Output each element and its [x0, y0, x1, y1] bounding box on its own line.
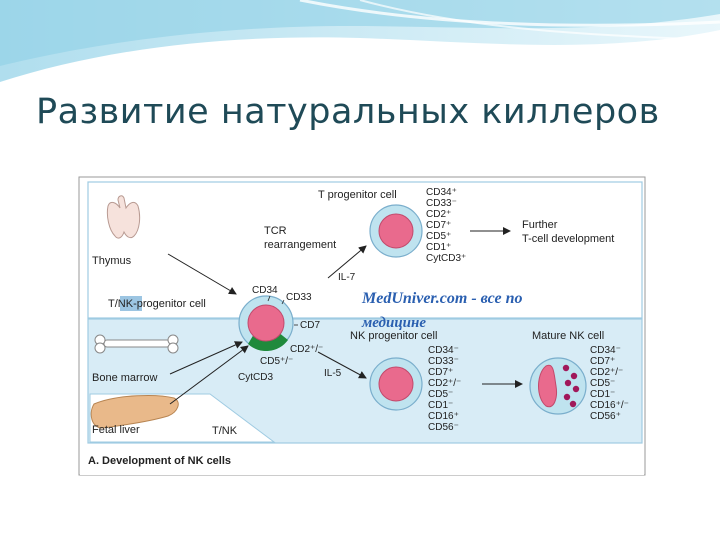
mature-marker: CD34⁻	[590, 345, 621, 356]
nk-prog-marker: CD33⁻	[428, 356, 459, 367]
watermark-line2: медицине	[361, 315, 426, 331]
mature-marker: CD16⁺/⁻	[590, 400, 629, 411]
t-marker: CD34⁺	[426, 187, 457, 198]
nk-prog-marker: CD16⁺	[428, 411, 459, 422]
il7-label: IL-7	[338, 272, 356, 283]
nk-prog-marker: CD56⁻	[428, 422, 459, 433]
figure-caption: A. Development of NK cells	[88, 455, 231, 467]
tcr-line1: TCR	[264, 225, 287, 237]
arrow-to-nk-progenitor	[317, 351, 367, 379]
progenitor-label: T/NK-progenitor cell	[108, 298, 206, 310]
marker-cd34: CD34	[252, 285, 278, 296]
liver-icon	[90, 395, 179, 429]
nk-progenitor-cell	[369, 357, 423, 411]
mature-nk-title: Mature NK cell	[532, 330, 604, 342]
t-marker: CD5⁺	[426, 231, 451, 242]
t-marker: CD1⁺	[426, 242, 451, 253]
nk-development-figure: Thymus Bone marrow Fetal liver T/NK T/NK…	[78, 176, 646, 476]
nk-prog-marker: CD34⁻	[428, 345, 459, 356]
caption-bar	[80, 446, 644, 475]
mature-marker: CD5⁻	[590, 378, 615, 389]
further-line2: T-cell development	[522, 233, 614, 245]
marker-cd5: CD5⁺/⁻	[260, 356, 293, 367]
t-marker: CD2⁺	[426, 209, 451, 220]
further-line1: Further	[522, 219, 558, 231]
t-marker: CD7⁺	[426, 220, 451, 231]
thymus-organ-icon	[106, 195, 141, 239]
t-marker: CD33⁻	[426, 198, 457, 209]
nk-prog-marker: CD1⁻	[428, 400, 453, 411]
mature-marker: CD1⁻	[590, 389, 615, 400]
tcr-line2: rearrangement	[264, 239, 336, 251]
marker-cd2: CD2⁺/⁻	[290, 344, 323, 355]
fetal-liver-label: Fetal liver	[92, 424, 140, 436]
nk-progenitor-markers: CD34⁻ CD33⁻ CD7⁺ CD2⁺/⁻ CD5⁻ CD1⁻ CD16⁺ …	[428, 345, 461, 433]
arrow-thymus	[167, 253, 237, 295]
nk-prog-marker: CD5⁻	[428, 389, 453, 400]
mature-marker: CD2⁺/⁻	[590, 367, 623, 378]
nk-progenitor-title: NK progenitor cell	[350, 330, 437, 342]
watermark-line1: MedUniver.com - все по	[361, 290, 522, 307]
mature-nk-cell	[529, 357, 587, 415]
bone-marrow-label: Bone marrow	[92, 372, 157, 384]
mature-marker: CD7⁺	[590, 356, 615, 367]
marker-cytcd3: CytCD3	[238, 372, 273, 383]
thymus-label: Thymus	[92, 255, 132, 267]
t-progenitor-title: T progenitor cell	[318, 189, 397, 201]
nk-highlight	[120, 296, 142, 311]
il5-label: IL-5	[324, 368, 342, 379]
tnk-small-label: T/NK	[212, 425, 238, 437]
arrow-to-t-progenitor	[327, 245, 367, 279]
nk-prog-marker: CD2⁺/⁻	[428, 378, 461, 389]
marker-cd33: CD33	[286, 292, 312, 303]
t-marker: CytCD3⁺	[426, 253, 466, 264]
arrow-fetal-liver	[169, 345, 249, 405]
arrow-bone-marrow	[169, 341, 243, 375]
mature-nk-markers: CD34⁻ CD7⁺ CD2⁺/⁻ CD5⁻ CD1⁻ CD16⁺/⁻ CD56…	[590, 345, 629, 422]
nk-prog-marker: CD7⁺	[428, 367, 453, 378]
marker-cd7: CD7	[300, 320, 320, 331]
mature-marker: CD56⁺	[590, 411, 621, 422]
bone-icon	[94, 334, 179, 354]
t-progenitor-markers: CD34⁺ CD33⁻ CD2⁺ CD7⁺ CD5⁺ CD1⁺ CytCD3⁺	[426, 187, 466, 264]
tnk-progenitor-cell	[238, 295, 294, 352]
header-wave	[0, 0, 720, 82]
t-progenitor-cell	[369, 204, 423, 258]
slide-title: Развитие натуральных киллеров	[36, 92, 660, 132]
